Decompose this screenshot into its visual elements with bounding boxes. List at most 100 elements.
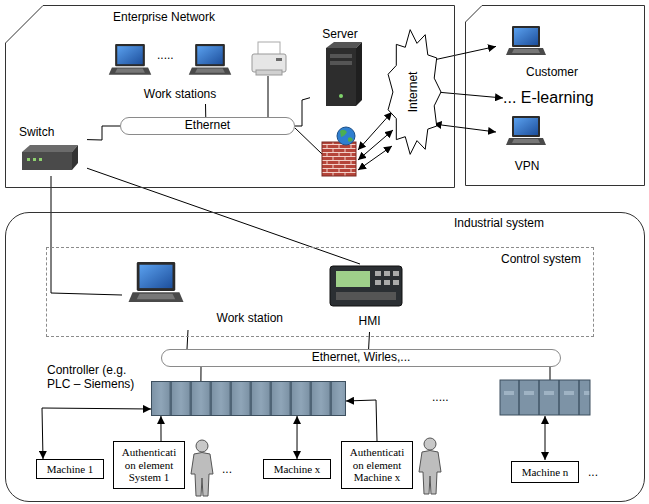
client-laptop [506,116,546,145]
workstation-laptop [109,44,232,75]
vpn-client: VPN [496,114,558,174]
connector [434,124,496,132]
right-panel [466,6,645,186]
firewall [340,130,353,142]
internet-arrow [358,146,392,170]
plc-controller: Controller (e.g. PLC – Siemens) [151,381,346,416]
node-text: Work station [217,312,283,326]
client-laptop [506,26,546,145]
auth-element: Authenticati on element System 1 [113,441,185,489]
server-tower [330,54,352,58]
elearning-client: ... E-learning [503,86,628,110]
firewall [322,127,356,176]
connector [87,168,360,264]
server-tower [326,42,362,48]
connector [368,332,370,349]
server-tower [326,48,356,106]
operator-figure [419,438,441,494]
hmi-device [393,280,399,285]
connector [436,92,503,98]
node-text: Controller (e.g. PLC – Siemens) [47,364,147,392]
fieldbus: Ethernet, Wirles,... [161,349,561,367]
plc-controller [500,380,590,415]
hmi-panel: HMI [322,264,417,332]
machine-arrow [545,416,546,460]
region-outline [6,6,455,188]
connector [200,367,201,381]
operator-figure [191,440,213,496]
switch-device [39,158,42,161]
node-text: Authenticati on element Machine x [345,446,409,484]
hmi-device [330,266,402,306]
firewall [337,127,355,145]
region-outline [5,5,455,188]
printer [252,54,286,72]
hmi-device [336,271,370,287]
server-tower [330,61,352,65]
printer [252,42,286,75]
workstation-group: Work stations [95,40,265,104]
connector [187,330,188,349]
internet-arrow [358,112,393,170]
machine-box: Machine n [511,461,579,483]
node-text: Machine n [522,466,569,479]
switch-device [22,152,72,170]
operator-figure [191,438,441,496]
right-panel [466,6,645,186]
server: Server [310,28,370,110]
switch: Switch [15,124,87,176]
client-laptop [506,26,546,55]
ellipsis-label: ... [222,462,232,476]
hmi-device [330,266,402,306]
server-tower [356,42,362,106]
firewall [322,142,356,176]
hmi-device [336,292,396,300]
switch-device [22,145,78,152]
server-tower [326,42,362,106]
server-tower [339,94,343,98]
node-text: Work stations [144,88,216,102]
connector [297,416,298,459]
switch-device [33,158,36,161]
node-text: Customer [526,66,578,80]
ethernet-bus: Ethernet [120,117,295,135]
internet-cloud: Internet [386,28,442,156]
node-text: Machine 1 [47,463,94,476]
connector [51,176,122,295]
node-text: Enterprise Network [113,11,215,25]
connector [295,98,310,126]
control-laptop [129,262,184,302]
connector [87,126,120,140]
node-text: Internet [407,72,421,113]
wire [550,367,551,380]
machine-arrow [545,416,546,460]
switch-device [22,145,78,170]
ellipsis-label: ..... [157,48,174,62]
hmi-device [375,280,381,285]
industrial-region: Industrial systemControl systemWork stat… [5,212,645,502]
node-text: Machine x [274,463,321,476]
auth-element: Authenticati on element Machine x [341,441,413,489]
machine-box: Machine x [263,459,331,479]
control-system: Control systemWork station HMI [46,247,594,337]
work-station: Work station [122,260,287,330]
connector [160,416,161,441]
node-text: ... E-learning [503,89,594,107]
node-text: Authenticati on element System 1 [117,446,181,484]
node-text: Control system [501,253,581,267]
customer-client: Customer [496,24,580,80]
hmi-device [384,280,390,285]
switch-device [72,145,78,170]
connector [205,104,206,117]
machine-box: Machine 1 [36,459,104,479]
node-text: Ethernet, Wirles,... [312,351,411,365]
connector [346,400,377,441]
internet-arrow [358,130,393,160]
plc-controller [500,380,590,415]
node-text: VPN [515,160,540,174]
hmi-device [384,271,390,276]
node-text: Industrial system [454,217,544,231]
control-laptop [129,262,184,302]
workstation-laptop [109,44,152,75]
printer [256,70,282,75]
